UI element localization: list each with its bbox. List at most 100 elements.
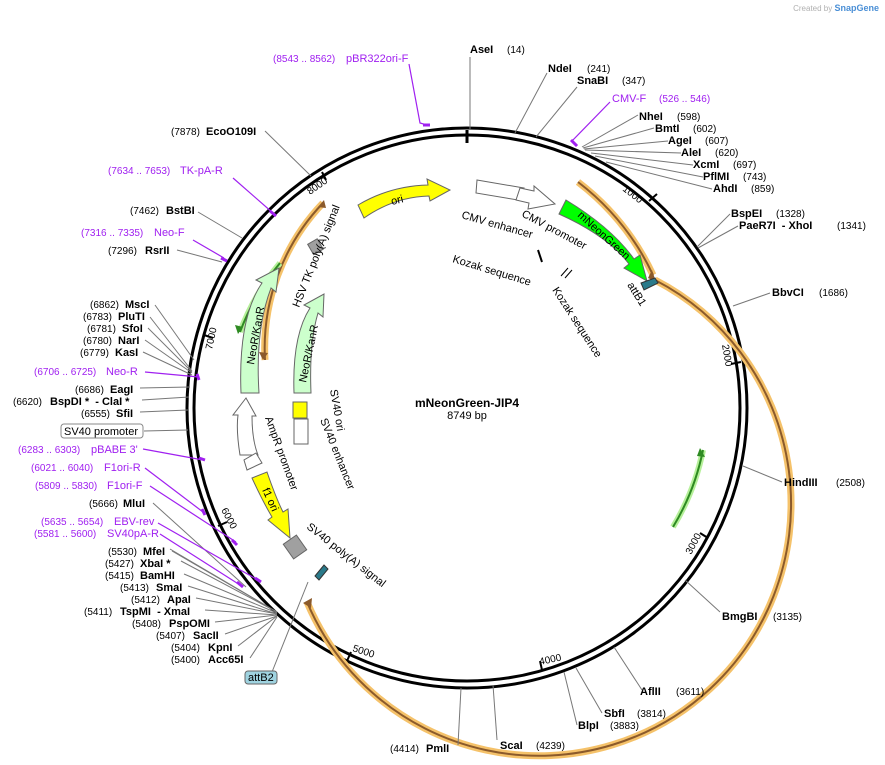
enzyme-nhei: NheI <box>639 111 663 123</box>
tick-mark-7000 <box>203 334 214 339</box>
enzyme-asei-pos: (14) <box>507 45 525 56</box>
leader-scai <box>492 684 498 741</box>
primer-tk-pa-r-range: (7634 .. 7653) <box>108 166 170 177</box>
primer-f1ori-f-range: (5809 .. 5830) <box>35 481 97 492</box>
enzyme-pflmi: PflMI <box>703 171 729 183</box>
hsv-tk-polya-box <box>306 238 324 256</box>
leader-sv40-promoter <box>143 429 189 432</box>
enzyme-alei-pos: (620) <box>715 148 738 159</box>
primer-mark-pbabe3 <box>198 456 206 462</box>
leader-mcs-4 <box>187 585 278 615</box>
orf-arc-green <box>670 449 706 529</box>
primer-labels: (8543 .. 8562) pBR322ori-F CMV-F (526 ..… <box>18 53 710 540</box>
tick-mark-2000 <box>730 361 742 365</box>
tick-mark-6000 <box>217 521 228 527</box>
enzyme-snabi: SnaBI <box>577 75 608 87</box>
enzyme-tspmi-xmai-pos: (5411) <box>84 607 112 618</box>
leader-paer7i <box>697 225 739 249</box>
orf-arrowhead-2 <box>303 598 312 608</box>
kozak-label-2: Kozak sequence <box>549 285 603 360</box>
orf-arrowhead-3 <box>697 448 705 457</box>
primer-mark-neo-r <box>195 373 201 381</box>
tick-mark-4000 <box>539 660 543 671</box>
plasmid-name: mNeonGreen-JIP4 <box>415 396 519 410</box>
leader-mcs-3 <box>183 573 278 614</box>
enzyme-bmti: BmtI <box>655 123 679 135</box>
enzyme-bmgbi-pos: (3135) <box>773 612 802 623</box>
enzyme-pluti: PluTI <box>118 311 145 323</box>
enzyme-aflii: AflII <box>640 686 661 698</box>
leader-mcs-10 <box>249 616 278 659</box>
enzyme-bbvci: BbvCI <box>772 287 804 299</box>
enzyme-bamhi: BamHI <box>140 570 175 582</box>
enzyme-pspomi: PspOMI <box>169 618 210 630</box>
primer-leader-tk-pa-r <box>232 177 274 214</box>
primer-leader-neo-f <box>192 239 225 259</box>
ampr-promoter-small-arrow <box>243 452 263 471</box>
enzyme-bbvci-pos: (1686) <box>819 288 848 299</box>
neokan-arrow-2 <box>293 293 325 394</box>
leader-kasi <box>142 351 193 376</box>
enzyme-bspdi-clai-pos: (6620) <box>13 397 42 408</box>
primer-sv40pa-r: SV40pA-R <box>107 528 159 540</box>
enzyme-pflmi-pos: (743) <box>743 172 766 183</box>
orf-arrowhead-6 <box>235 325 243 334</box>
primer-pbr322ori-f: pBR322ori-F <box>346 53 409 65</box>
leader-rsrii <box>176 249 223 263</box>
attb2-label: attB2 <box>248 672 274 684</box>
leader-sfii <box>139 409 189 413</box>
enzyme-kasi: KasI <box>115 347 138 359</box>
enzyme-ahdi: AhdI <box>713 183 737 195</box>
tick-mark-5000 <box>346 651 352 662</box>
snapgene-credit: Created by SnapGene <box>793 3 879 13</box>
enzyme-msci-pos: (6862) <box>90 300 119 311</box>
enzyme-msci: MscI <box>125 299 149 311</box>
primer-mark-ebv-rev <box>254 576 262 584</box>
credit-prefix: Created by <box>793 4 833 13</box>
enzyme-sacii: SacII <box>193 630 219 642</box>
leader-sbfi <box>575 667 603 714</box>
orf-arcs <box>235 179 795 760</box>
leader-bmgbi <box>684 579 721 613</box>
enzyme-smai-pos: (5413) <box>120 583 149 594</box>
enzyme-hindiii: HindIII <box>784 477 818 489</box>
kozak-marker-3 <box>564 269 573 279</box>
enzyme-scai-pos: (4239) <box>536 741 565 752</box>
primer-mark-sv40pa-r <box>236 580 244 589</box>
tick-label-3000: 3000 <box>684 531 704 556</box>
enzyme-nhei-pos: (598) <box>677 112 700 123</box>
primer-f1ori-r: F1ori-R <box>104 462 141 474</box>
sv40-ori-box <box>292 401 308 419</box>
tick-label-4000: 4000 <box>538 652 562 667</box>
leader-mcs-6 <box>204 609 278 616</box>
enzyme-bmgbi: BmgBI <box>722 611 757 623</box>
primer-sv40pa-r-range: (5581 .. 5600) <box>34 529 96 540</box>
primer-f1ori-f: F1ori-F <box>107 480 143 492</box>
enzyme-scai: ScaI <box>500 740 523 752</box>
enzyme-bmti-pos: (602) <box>693 124 716 135</box>
neokan-arrow-1 <box>240 267 280 394</box>
leader-alei <box>584 149 682 154</box>
enzyme-blpi-pos: (3883) <box>610 721 639 732</box>
enzyme-sbfi-pos: (3814) <box>637 709 666 720</box>
enzyme-nari-pos: (6780) <box>83 336 112 347</box>
leader-mfei <box>171 550 271 609</box>
enzyme-kpni-pos: (5404) <box>171 643 200 654</box>
enzyme-eagi-pos: (6686) <box>75 385 104 396</box>
leader-mcs-5 <box>195 597 278 615</box>
enzyme-sfoi: SfoI <box>122 323 143 335</box>
tick-label-8000: 8000 <box>305 175 330 197</box>
primer-pbabe3: pBABE 3' <box>91 444 138 456</box>
enzyme-sfii-pos: (6555) <box>81 409 110 420</box>
attb2-box <box>244 670 278 685</box>
kozak-marker-1 <box>537 249 543 263</box>
leader-pmli <box>457 687 462 746</box>
primer-leader-pbabe3 <box>142 448 204 461</box>
leader-blpi <box>563 671 578 726</box>
cmv-promoter-arrow <box>515 184 557 210</box>
leader-msci <box>154 304 195 361</box>
enzyme-acc65i-pos: (5400) <box>171 655 200 666</box>
primer-cmv-f-range: (526 .. 546) <box>659 94 710 105</box>
primer-mark-f1ori-r <box>200 508 207 516</box>
